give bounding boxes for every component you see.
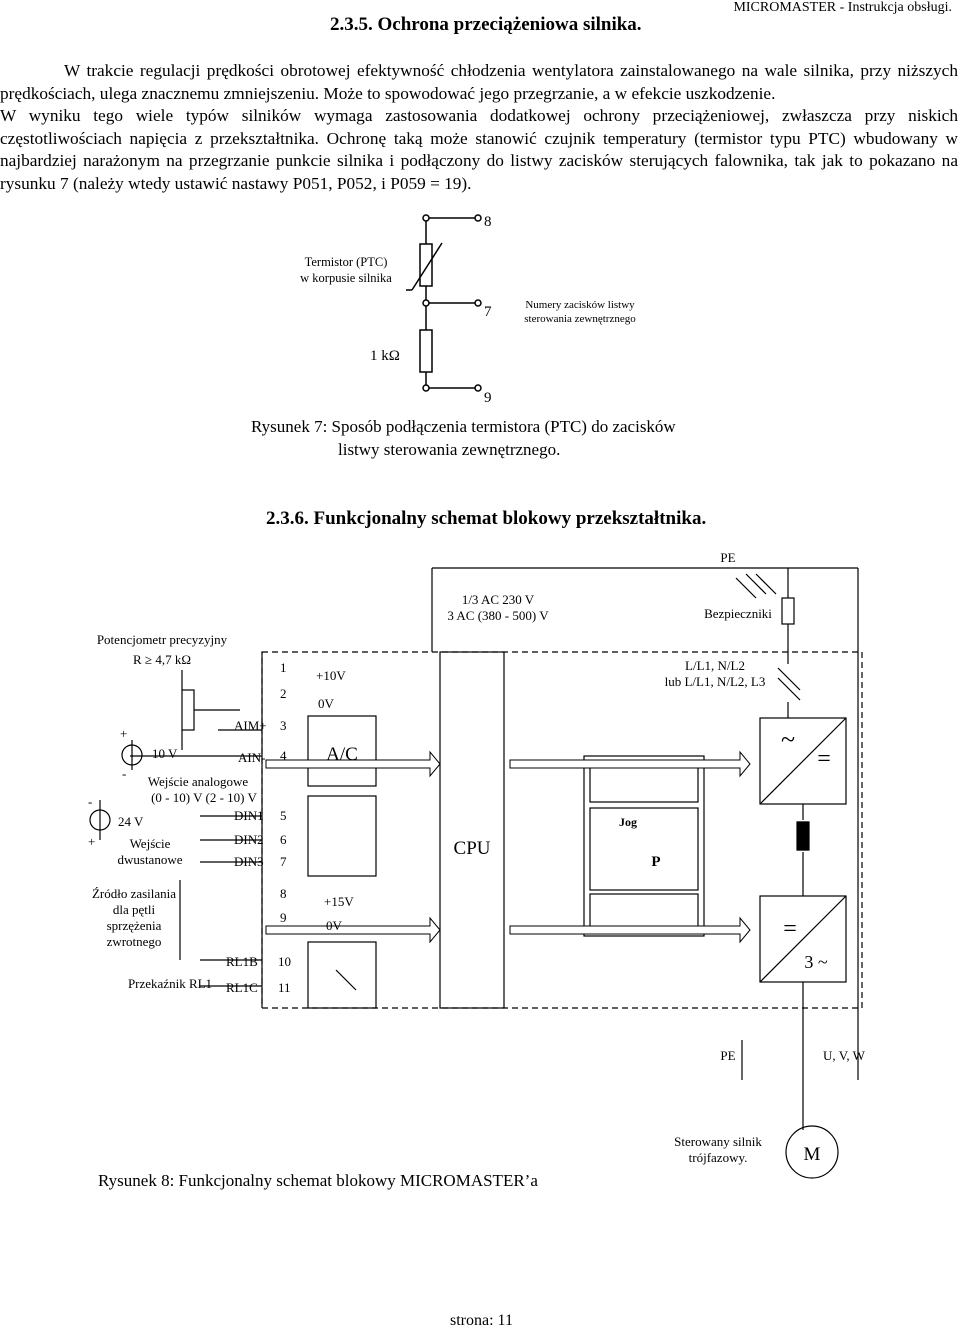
terminal-6: 6 <box>280 832 287 847</box>
rl1c-label: RL1C <box>226 980 258 995</box>
plus-sign-digital: + <box>88 834 95 849</box>
terminal-11: 11 <box>278 980 291 995</box>
ten-v-label: 10 V <box>152 746 178 761</box>
plus-sign-analog: + <box>120 726 127 741</box>
terminal-3: 3 <box>280 718 287 733</box>
minus-sign-digital: - <box>88 794 92 809</box>
analog-input-label-line2: (0 - 10) V (2 - 10) V <box>151 790 257 805</box>
analog-input-label-line1: Wejście analogowe <box>148 774 249 789</box>
pot-label-line2: R ≥ 4,7 kΩ <box>133 652 191 667</box>
terminal-9: 9 <box>280 910 287 925</box>
thermistor-label-line2: w korpusie silnika <box>300 271 392 285</box>
dc-symbol-rectifier: = <box>817 746 831 772</box>
section-2-title: 2.3.6. Funkcjonalny schemat blokowy prze… <box>266 508 707 529</box>
feedback-supply-line1: Źródło zasilania <box>92 886 176 901</box>
lines-label-1: L/L1, N/L2 <box>685 658 745 673</box>
din2-label: DIN2 <box>234 832 264 847</box>
pot-label-line1: Potencjometr precyzyjny <box>97 632 228 647</box>
motor-symbol: M <box>804 1144 821 1165</box>
plus-10v-label: +10V <box>316 668 346 683</box>
terminal-2: 2 <box>280 686 287 701</box>
relay-label: Przekaźnik RL1 <box>128 976 212 991</box>
figure-8-block-diagram: PE 1/3 AC 230 V 3 AC (380 - 500) V Bezpi… <box>88 550 866 1190</box>
figure-8-caption: Rysunek 8: Funkcjonalny schemat blokowy … <box>98 1171 538 1190</box>
figure-7-caption-line1: Rysunek 7: Sposób podłączenia termistora… <box>251 417 676 436</box>
fuses-label: Bezpieczniki <box>704 606 772 621</box>
din3-label: DIN3 <box>234 854 264 869</box>
pe-bottom-label: PE <box>720 1048 735 1063</box>
intro-paragraph-2: W wyniku tego wiele typów silników wymag… <box>0 106 958 193</box>
zero-v-label-2: 0V <box>326 918 343 933</box>
document-title: MICROMASTER - Instrukcja obsługi. <box>733 0 952 15</box>
resistor-label: 1 kΩ <box>370 348 400 364</box>
supply-label-line1: 1/3 AC 230 V <box>462 592 535 607</box>
terminal-5: 5 <box>280 808 287 823</box>
din1-label: DIN1 <box>234 808 264 823</box>
aim-minus-label: AIN- <box>238 750 265 765</box>
p-key: P <box>651 854 660 870</box>
intro-text: W trakcie regulacji prędkości obrotowej … <box>0 60 958 196</box>
thermistor-label-line1: Termistor (PTC) <box>305 255 388 269</box>
terminal-8: 8 <box>280 886 287 901</box>
feedback-supply-line2: dla pętli <box>113 902 156 917</box>
minus-sign-analog: - <box>122 766 126 781</box>
zero-v-label-1: 0V <box>318 696 335 711</box>
motor-label-line1: Sterowany silnik <box>674 1134 762 1149</box>
rl1b-label: RL1B <box>226 954 258 969</box>
plus-15v-label: +15V <box>324 894 354 909</box>
terminal-4: 4 <box>280 748 287 763</box>
figure-7-thermistor-diagram: 8 7 9 Termistor (PTC) w korpusie silnika… <box>251 214 676 459</box>
pe-top-label: PE <box>720 550 735 565</box>
terminals-label-line1: Numery zacisków listwy <box>525 299 635 311</box>
cpu-label: CPU <box>454 838 491 859</box>
ac-converter-label: A/C <box>326 744 358 765</box>
24v-label: 24 V <box>118 814 144 829</box>
digital-input-label-line1: Wejście <box>130 836 171 851</box>
feedback-supply-line4: zwrotnego <box>107 934 162 949</box>
terminal-7-label: 7 <box>484 304 492 320</box>
jog-key: Jog <box>619 815 637 829</box>
lines-label-2: lub L/L1, N/L2, L3 <box>665 674 766 689</box>
aim-plus-label: AIM+ <box>234 718 267 733</box>
digital-input-label-line2: dwustanowe <box>118 852 183 867</box>
figure-7-caption-line2: listwy sterowania zewnętrznego. <box>338 440 560 459</box>
section-title: 2.3.5. Ochrona przeciążeniowa silnika. <box>330 14 642 35</box>
uvw-label: U, V, W <box>823 1048 866 1063</box>
terminal-8-label: 8 <box>484 214 492 230</box>
dc-symbol-inverter: = <box>783 916 797 942</box>
terminal-7: 7 <box>280 854 287 869</box>
supply-label-line2: 3 AC (380 - 500) V <box>447 608 549 623</box>
terminal-1: 1 <box>280 660 287 675</box>
page-number: strona: 11 <box>450 1312 513 1329</box>
ac-symbol: ~ <box>781 725 795 754</box>
terminal-9-label: 9 <box>484 390 492 406</box>
terminals-label-line2: sterowania zewnętrznego <box>524 313 636 325</box>
intro-paragraph-1: W trakcie regulacji prędkości obrotowej … <box>0 61 958 103</box>
feedback-supply-line3: sprzężenia <box>107 918 162 933</box>
motor-label-line2: trójfazowy. <box>689 1150 748 1165</box>
three-ac-symbol: 3 ~ <box>804 952 828 972</box>
terminal-10: 10 <box>278 954 291 969</box>
